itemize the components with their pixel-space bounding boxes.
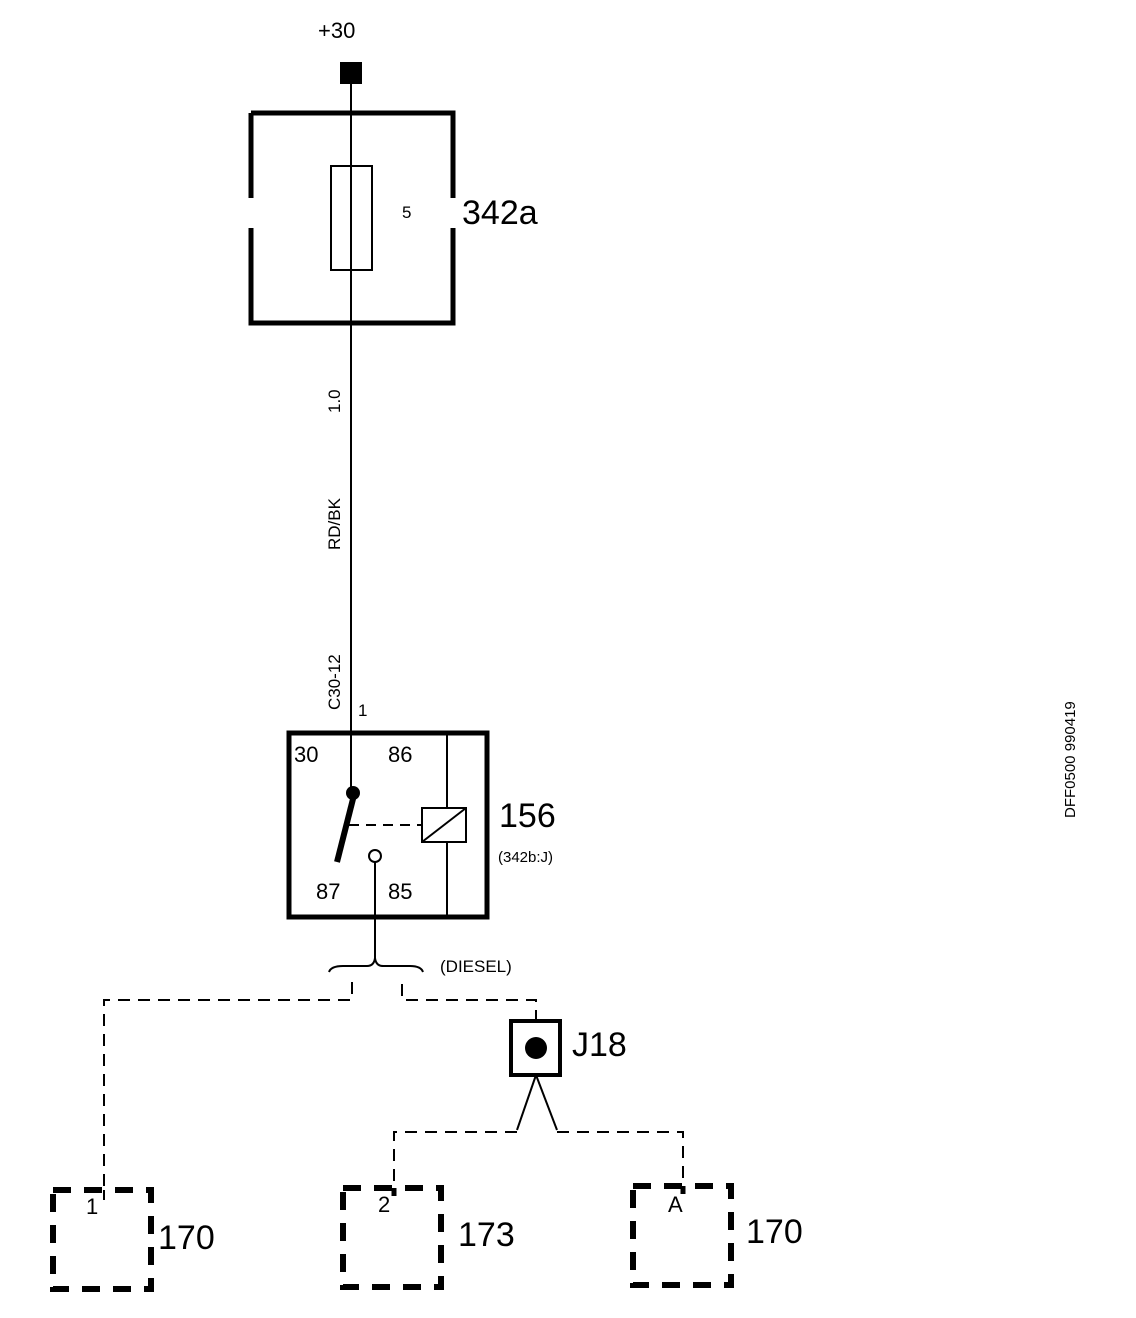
relay-terminal-86: 86	[388, 742, 412, 767]
relay-terminal-85: 85	[388, 879, 412, 904]
relay: 30 86 87 85 156 (342b:J)	[286, 730, 556, 920]
junction: J18	[509, 1019, 627, 1077]
component-173: 2 173	[340, 1185, 515, 1290]
component-id: 173	[458, 1216, 515, 1254]
relay-ref: (342b:J)	[498, 849, 553, 866]
component-pin: A	[668, 1192, 683, 1217]
junction-id: J18	[572, 1026, 627, 1064]
component-id: 170	[746, 1213, 803, 1251]
drawing-code: DFF0500 990419	[1062, 701, 1079, 818]
variant-brace	[328, 957, 424, 973]
variant-label: (DIESEL)	[440, 957, 512, 976]
relay-terminal-87: 87	[316, 879, 340, 904]
fuse-box-id: 342a	[462, 194, 538, 232]
relay-terminal-30: 30	[294, 742, 318, 767]
fuse-number: 5	[402, 203, 411, 222]
relay-id: 156	[499, 797, 556, 835]
wire-color: RD/BK	[325, 497, 344, 550]
relay-switch-arm	[334, 794, 357, 863]
supply-label: +30	[318, 18, 355, 43]
supply-terminal	[340, 62, 362, 84]
component-pin: 1	[86, 1194, 98, 1219]
junction-node	[525, 1037, 547, 1059]
wire-connector: C30-12	[325, 654, 344, 710]
fuse-box: 5 342a	[248, 110, 538, 326]
relay-contact-87	[368, 849, 382, 863]
component-pin: 2	[378, 1192, 390, 1217]
component-170-left: 1 170	[50, 1187, 215, 1292]
component-id: 170	[158, 1219, 215, 1257]
wire-size: 1.0	[325, 389, 344, 413]
wire-pin: 1	[358, 701, 367, 720]
component-170-right: A 170	[630, 1183, 803, 1288]
